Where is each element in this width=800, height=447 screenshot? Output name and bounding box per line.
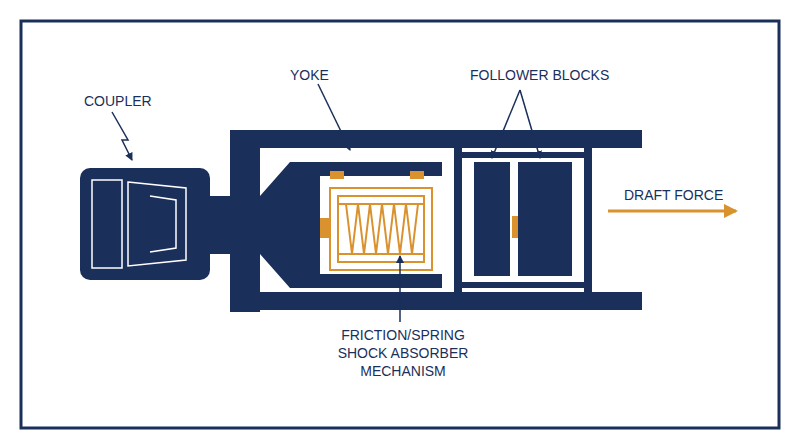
part-label: FOLLOWER BLOCKS bbox=[470, 66, 609, 84]
follower-block bbox=[474, 162, 510, 276]
part-label: COUPLER bbox=[84, 92, 152, 110]
leader-lines bbox=[112, 84, 540, 322]
yoke bbox=[260, 162, 442, 288]
coupler-head bbox=[80, 168, 234, 280]
force-arrow bbox=[608, 210, 736, 213]
follower-block bbox=[518, 162, 572, 276]
callout-label: FRICTION/SPRING SHOCK ABSORBER MECHANISM bbox=[318, 326, 488, 380]
part-label: YOKE bbox=[290, 66, 329, 84]
force-label: DRAFT FORCE bbox=[624, 186, 723, 204]
draft-gear-housing bbox=[230, 130, 642, 312]
shock-absorber bbox=[330, 188, 432, 270]
